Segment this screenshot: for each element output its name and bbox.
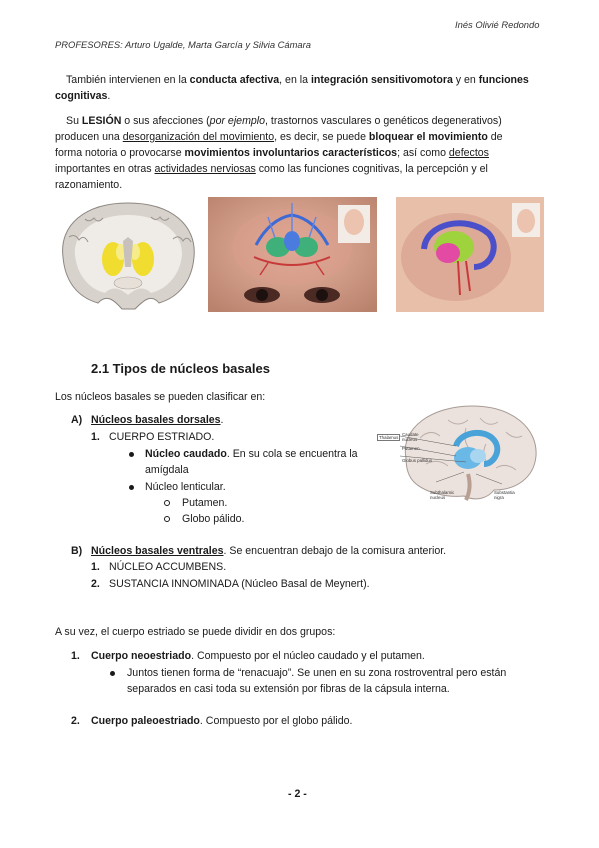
lenticular-nucleus-item: Núcleo lenticular. bbox=[145, 481, 226, 493]
list-marker-g1: 1. bbox=[71, 650, 80, 662]
list-marker-a: A) bbox=[71, 414, 83, 426]
globus-pallidus-item: Globo pálido. bbox=[182, 513, 245, 525]
bullet-dot bbox=[129, 485, 134, 490]
lateral-brain-basal-ganglia-figure: Thalamus Caudate nucleus Putamen Globus … bbox=[376, 398, 544, 514]
professors-line: PROFESORES: Arturo Ugalde, Marta García … bbox=[55, 39, 311, 50]
list-marker-a1: 1. bbox=[91, 431, 100, 443]
coronal-brain-slice-image bbox=[55, 197, 202, 312]
neostriatum-detail-line-2: separados en casi toda su extensión por … bbox=[127, 683, 450, 695]
lateral-3d-basal-ganglia-image bbox=[396, 197, 544, 312]
intro-paragraph-2-line-2: producen una desorganización del movimie… bbox=[55, 131, 503, 143]
groups-lead: A su vez, el cuerpo estriado se puede di… bbox=[55, 626, 336, 638]
intro-paragraph-2-line-5: razonamiento. bbox=[55, 179, 123, 191]
ventral-basal-nuclei-heading: Núcleos basales ventrales. Se encuentran… bbox=[91, 545, 447, 557]
list-marker-b: B) bbox=[71, 545, 83, 557]
neostriatum-detail-line-1: Juntos tienen forma de “renacuajo”. Se u… bbox=[127, 667, 507, 679]
circle-bullet bbox=[164, 500, 170, 506]
striatum-item: CUERPO ESTRIADO. bbox=[109, 431, 215, 443]
bullet-dot bbox=[129, 452, 134, 457]
caudate-label: Caudate nucleus bbox=[402, 432, 419, 442]
intro-paragraph-1-line-1: También intervienen en la conducta afect… bbox=[66, 74, 529, 86]
page-number: - 2 - bbox=[288, 788, 307, 800]
substantia-innominata-item: SUSTANCIA INNOMINADA (Núcleo Basal de Me… bbox=[109, 578, 370, 590]
intro-paragraph-1-line-2: cognitivas. bbox=[55, 90, 111, 102]
substantia-nigra-label: Substantia nigra bbox=[494, 490, 515, 500]
caudate-nucleus-item-line-2: amígdala bbox=[145, 464, 189, 476]
author-name: Inés Olivié Redondo bbox=[455, 19, 540, 30]
caudate-nucleus-item: Núcleo caudado. En su cola se encuentra … bbox=[145, 448, 358, 460]
putamen-label: Putamen bbox=[402, 446, 420, 451]
list-marker-g2: 2. bbox=[71, 715, 80, 727]
neostriatum-item: Cuerpo neoestriado. Compuesto por el núc… bbox=[91, 650, 425, 662]
list-marker-b2: 2. bbox=[91, 578, 100, 590]
list-marker-b1: 1. bbox=[91, 561, 100, 573]
dorsal-basal-nuclei-heading: Núcleos basales dorsales. bbox=[91, 414, 224, 426]
intro-paragraph-2-line-3: forma notoria o provocarse movimientos i… bbox=[55, 147, 489, 159]
circle-bullet bbox=[164, 516, 170, 522]
intro-paragraph-2-line-4: importantes en otras actividades nervios… bbox=[55, 163, 488, 175]
putamen-item: Putamen. bbox=[182, 497, 228, 509]
bullet-dot bbox=[110, 671, 115, 676]
subthalamic-nucleus-label: Subthalamic nucleus bbox=[430, 490, 455, 500]
section-title: 2.1 Tipos de núcleos basales bbox=[91, 361, 270, 376]
thalamus-label: Thalamus bbox=[377, 434, 401, 441]
paleostriatum-item: Cuerpo paleoestriado. Compuesto por el g… bbox=[91, 715, 353, 727]
globus-pallidus-label: Globus pallidus bbox=[402, 458, 433, 463]
frontal-3d-basal-ganglia-image bbox=[208, 197, 377, 312]
intro-paragraph-2-line-1: Su LESIÓN o sus afecciones (por ejemplo,… bbox=[66, 115, 502, 127]
nucleus-accumbens-item: NÚCLEO ACCUMBENS. bbox=[109, 561, 227, 573]
section-lead: Los núcleos basales se pueden clasificar… bbox=[55, 391, 266, 403]
